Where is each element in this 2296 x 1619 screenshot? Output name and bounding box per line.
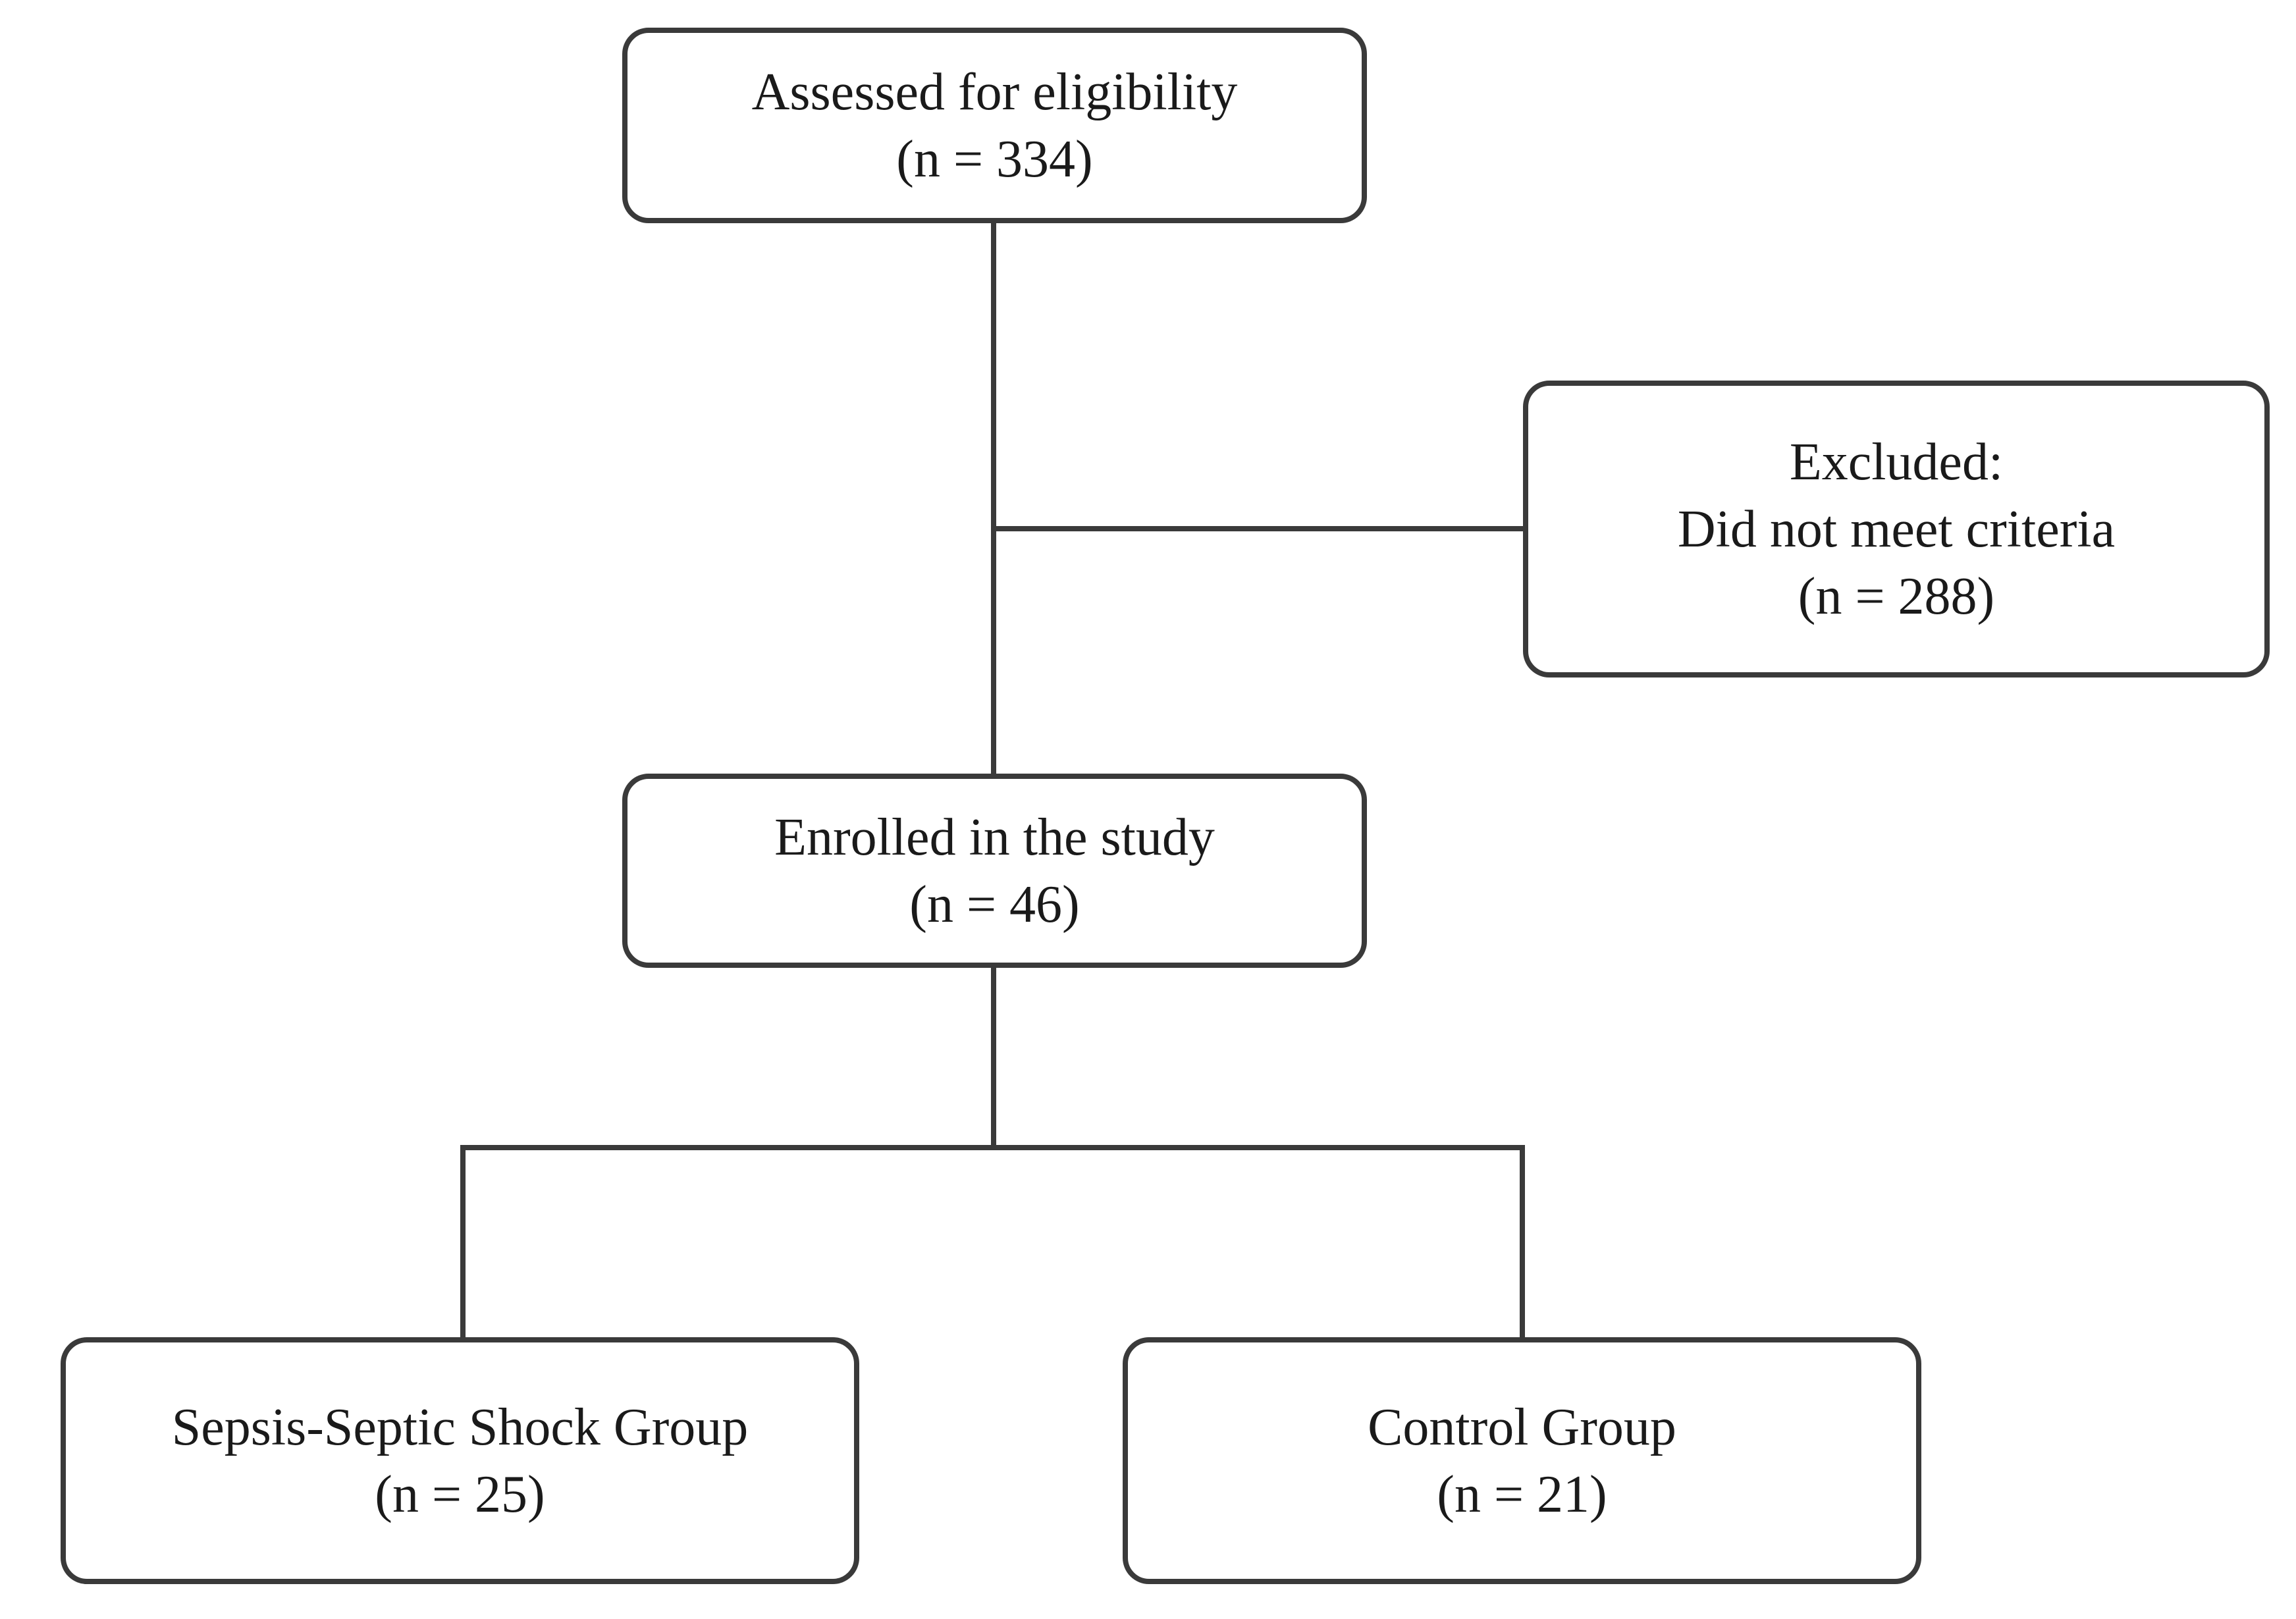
sepsis-group-box: Sepsis-Septic Shock Group (n = 25) <box>61 1337 859 1584</box>
enrolled-label: Enrolled in the study <box>774 808 1215 866</box>
excluded-reason: Did not meet criteria <box>1677 500 2116 558</box>
excluded-count: (n = 288) <box>1798 567 1995 625</box>
excluded-box: Excluded: Did not meet criteria (n = 288… <box>1523 381 2270 677</box>
excluded-label: Excluded: <box>1789 433 2004 491</box>
enrolled-in-study-box: Enrolled in the study (n = 46) <box>622 774 1367 968</box>
assessed-count: (n = 334) <box>896 130 1093 188</box>
control-count: (n = 21) <box>1437 1465 1607 1524</box>
control-group-box: Control Group (n = 21) <box>1123 1337 1921 1584</box>
sepsis-label: Sepsis-Septic Shock Group <box>171 1398 749 1456</box>
assessed-for-eligibility-box: Assessed for eligibility (n = 334) <box>622 28 1367 223</box>
assessed-label: Assessed for eligibility <box>751 63 1238 121</box>
sepsis-count: (n = 25) <box>375 1465 545 1524</box>
enrolled-count: (n = 46) <box>909 875 1080 934</box>
control-label: Control Group <box>1368 1398 1676 1456</box>
